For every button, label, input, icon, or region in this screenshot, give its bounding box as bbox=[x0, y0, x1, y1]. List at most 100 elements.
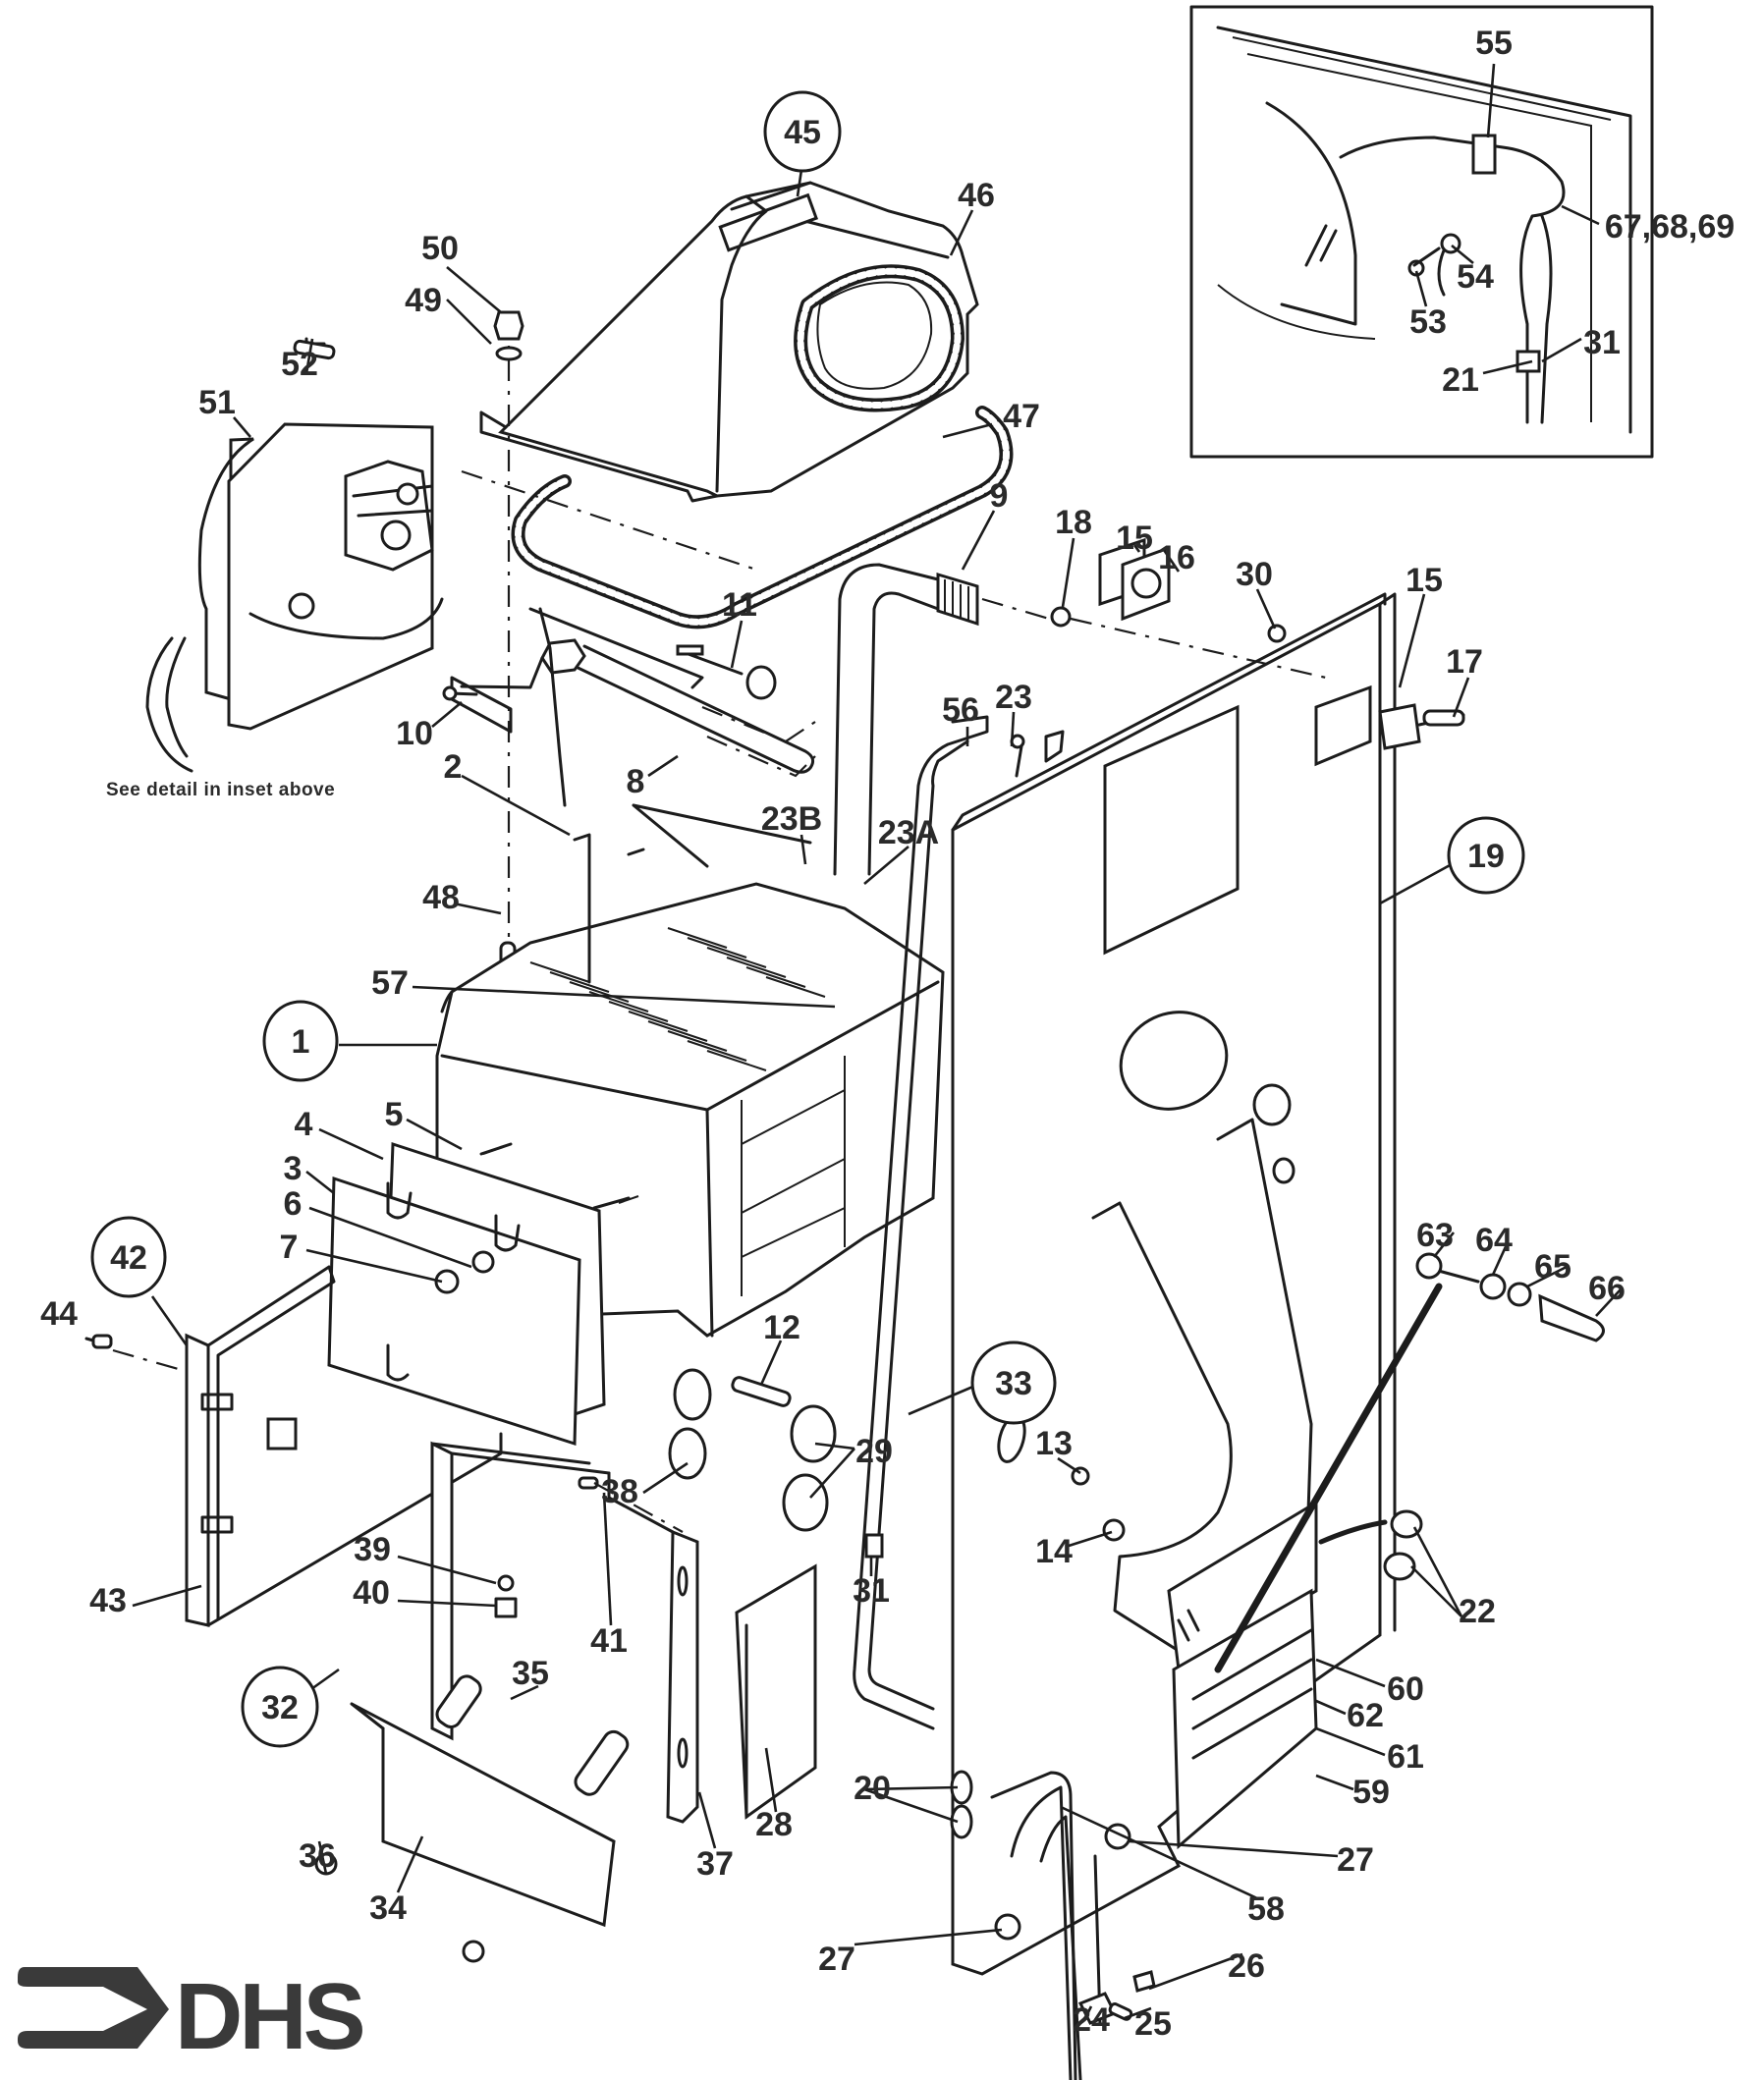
logo-text: DHS bbox=[175, 1964, 363, 2069]
callout-38: 38 bbox=[601, 1473, 638, 1510]
callout-50: 50 bbox=[421, 230, 459, 267]
callout-56: 56 bbox=[942, 691, 979, 729]
callout-66: 66 bbox=[1588, 1270, 1626, 1307]
callout-12: 12 bbox=[763, 1309, 800, 1346]
callout-16: 16 bbox=[1158, 539, 1195, 576]
door-frame bbox=[84, 1265, 503, 1627]
fixing-set bbox=[1214, 1252, 1605, 1673]
inset-detail bbox=[1189, 5, 1654, 459]
callout-15a: 15 bbox=[1116, 520, 1153, 557]
callout-36: 36 bbox=[299, 1837, 336, 1875]
cable-assembly bbox=[950, 1770, 1156, 2080]
callout-37: 37 bbox=[696, 1845, 734, 1883]
callout-48: 48 bbox=[422, 879, 460, 916]
burner-tray bbox=[314, 1441, 699, 1963]
callout-23b: 23B bbox=[761, 800, 822, 838]
callout-14: 14 bbox=[1035, 1533, 1073, 1570]
callout-4: 4 bbox=[295, 1106, 313, 1143]
flow-pipe bbox=[833, 563, 1057, 876]
callout-34: 34 bbox=[369, 1889, 407, 1927]
callout-57: 57 bbox=[371, 964, 409, 1002]
callout-42: 42 bbox=[110, 1239, 147, 1277]
inset-frame bbox=[1189, 5, 1654, 459]
callout-22: 22 bbox=[1459, 1593, 1496, 1630]
callout-31: 31 bbox=[853, 1572, 890, 1610]
inset-callout-31: 31 bbox=[1583, 324, 1621, 361]
callout-30: 30 bbox=[1236, 556, 1273, 593]
callout-circle-33 bbox=[970, 1341, 1057, 1425]
callout-20: 20 bbox=[854, 1770, 891, 1807]
callout-circle-32 bbox=[241, 1666, 319, 1748]
callout-59: 59 bbox=[1352, 1774, 1390, 1811]
side-panel bbox=[735, 1563, 817, 1820]
callout-23: 23 bbox=[995, 679, 1032, 716]
gas-pipe bbox=[668, 715, 989, 1730]
callout-63: 63 bbox=[1416, 1217, 1454, 1254]
callout-3: 3 bbox=[284, 1150, 303, 1187]
callout-44: 44 bbox=[40, 1295, 78, 1333]
callout-46: 46 bbox=[958, 177, 995, 214]
callout-28: 28 bbox=[755, 1806, 793, 1843]
callout-1: 1 bbox=[292, 1023, 310, 1061]
flue-hood-assembly bbox=[479, 181, 1014, 629]
leader-lines bbox=[132, 63, 1622, 2020]
callout-33: 33 bbox=[995, 1365, 1032, 1402]
callout-51: 51 bbox=[198, 384, 236, 421]
callout-17: 17 bbox=[1446, 643, 1483, 681]
callout-65: 65 bbox=[1534, 1248, 1571, 1286]
callout-29: 29 bbox=[855, 1433, 893, 1470]
callout-circle-45 bbox=[763, 90, 842, 173]
callout-18: 18 bbox=[1055, 504, 1092, 541]
callout-60: 60 bbox=[1387, 1670, 1424, 1708]
callout-9: 9 bbox=[990, 477, 1009, 515]
callout-58: 58 bbox=[1247, 1890, 1285, 1928]
inset-callout-55: 55 bbox=[1475, 25, 1513, 62]
callout-26: 26 bbox=[1228, 1947, 1265, 1985]
callout-62: 62 bbox=[1347, 1697, 1384, 1734]
callout-25: 25 bbox=[1134, 2005, 1172, 2043]
callout-circle-1 bbox=[262, 1000, 339, 1082]
callout-41: 41 bbox=[590, 1622, 628, 1660]
callout-49: 49 bbox=[405, 282, 442, 319]
callout-32: 32 bbox=[261, 1689, 299, 1726]
callout-61: 61 bbox=[1387, 1738, 1424, 1776]
inset-reference-note: See detail in inset above bbox=[106, 780, 335, 800]
callout-47: 47 bbox=[1003, 398, 1040, 435]
callout-labels: 45 46 47 50 49 52 51 9 18 15 16 30 15 17… bbox=[40, 25, 1735, 2043]
inset-callout-53: 53 bbox=[1409, 303, 1447, 341]
callout-5: 5 bbox=[385, 1096, 404, 1133]
callout-13: 13 bbox=[1035, 1425, 1073, 1462]
callout-circle-19 bbox=[1447, 816, 1525, 895]
callout-11: 11 bbox=[722, 586, 757, 624]
callout-27a: 27 bbox=[1337, 1841, 1374, 1879]
callout-2: 2 bbox=[444, 748, 463, 786]
dhs-logo: DHS bbox=[18, 1964, 367, 2069]
callout-64: 64 bbox=[1475, 1222, 1513, 1259]
callout-52: 52 bbox=[281, 346, 318, 383]
callout-7: 7 bbox=[280, 1229, 299, 1266]
inset-callout-67-68-69: 67,68,69 bbox=[1605, 208, 1735, 246]
callout-35: 35 bbox=[512, 1655, 549, 1692]
callout-circle-42 bbox=[90, 1216, 167, 1298]
callout-43: 43 bbox=[89, 1582, 127, 1619]
callout-6: 6 bbox=[284, 1185, 303, 1223]
callout-23a: 23A bbox=[878, 814, 939, 851]
inset-callout-21: 21 bbox=[1442, 361, 1479, 399]
callout-8: 8 bbox=[627, 763, 645, 800]
callout-39: 39 bbox=[354, 1531, 391, 1568]
inset-callout-54: 54 bbox=[1457, 258, 1494, 296]
back-panel bbox=[951, 537, 1465, 1976]
heat-exchanger bbox=[327, 833, 945, 1447]
callout-10: 10 bbox=[396, 715, 433, 752]
callout-40: 40 bbox=[353, 1574, 390, 1612]
fan-assembly bbox=[145, 337, 757, 773]
assembly-circles bbox=[90, 90, 1525, 1748]
callout-45: 45 bbox=[784, 114, 821, 151]
callout-19: 19 bbox=[1467, 838, 1505, 875]
callout-15b: 15 bbox=[1406, 562, 1443, 599]
callout-24: 24 bbox=[1073, 2001, 1110, 2039]
callout-27b: 27 bbox=[818, 1941, 855, 1978]
logo-arrow-icon bbox=[18, 1967, 169, 2049]
burner-parts bbox=[442, 607, 816, 868]
